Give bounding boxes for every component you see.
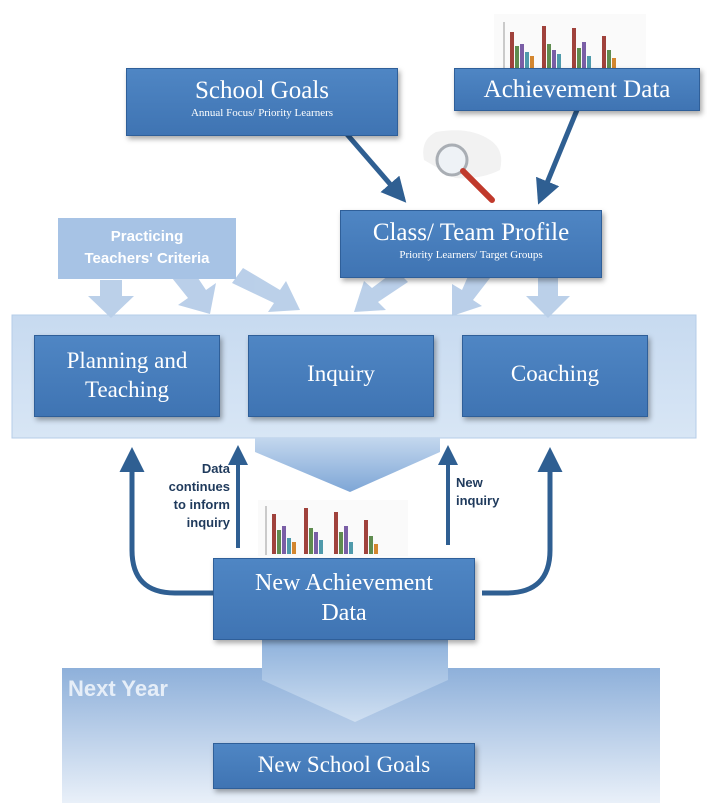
criteria-line-1: Practicing [110, 228, 184, 245]
new-achievement-line-1: New Achievement [255, 570, 433, 596]
planning-line-1: Planning and [66, 348, 188, 373]
coaching-box: Coaching [462, 335, 648, 417]
next-year-label: Next Year [68, 676, 168, 701]
goals-to-profile-arrow [343, 130, 407, 203]
new-inquiry-note: New inquiry [456, 474, 516, 510]
data-note-line-1: Data [201, 461, 230, 476]
criteria-line-2: Teachers' Criteria [84, 250, 210, 267]
new-school-goals-box: New School Goals [213, 743, 475, 789]
panel-chevron [255, 438, 440, 492]
planning-line-2: Teaching [85, 377, 169, 402]
school-goals-box: School Goals Annual Focus/ Priority Lear… [126, 68, 398, 136]
class-profile-title: Class/ Team Profile [372, 219, 570, 246]
feedback-arrow-left [119, 447, 213, 596]
data-note-line-3: to inform [173, 497, 230, 512]
new-inquiry-line-2: inquiry [456, 493, 500, 508]
profile-arrows [354, 267, 570, 318]
school-goals-subtitle: Annual Focus/ Priority Learners [190, 107, 334, 119]
data-informs-inquiry-note: Data continues to inform inquiry [160, 460, 230, 532]
achievement-data-box: Achievement Data [454, 68, 700, 111]
coaching-title: Coaching [510, 361, 600, 386]
new-achievement-data-box: New Achievement Data [213, 558, 475, 640]
chart-thumbnail-middle [258, 500, 408, 556]
data-note-line-4: inquiry [186, 515, 230, 530]
class-profile-box: Class/ Team Profile Priority Learners/ T… [340, 210, 602, 278]
inquiry-title: Inquiry [307, 361, 375, 386]
new-achievement-line-2: Data [321, 600, 367, 626]
inquiry-box: Inquiry [248, 335, 434, 417]
new-inquiry-line-1: New [456, 475, 483, 490]
practicing-criteria-box: Practicing Teachers' Criteria [58, 218, 236, 279]
school-goals-title: School Goals [194, 77, 330, 104]
next-year-chevron [262, 640, 448, 722]
planning-teaching-box: Planning and Teaching [34, 335, 220, 417]
new-school-goals-title: New School Goals [257, 752, 431, 777]
feedback-arrow-right [482, 447, 563, 596]
achievement-data-title: Achievement Data [483, 76, 671, 103]
class-profile-subtitle: Priority Learners/ Target Groups [399, 249, 543, 261]
chart-thumbnail-top [494, 14, 646, 69]
data-note-line-2: continues [168, 479, 230, 494]
data-to-profile-arrow [536, 109, 580, 205]
magnifier-icon [423, 130, 502, 203]
